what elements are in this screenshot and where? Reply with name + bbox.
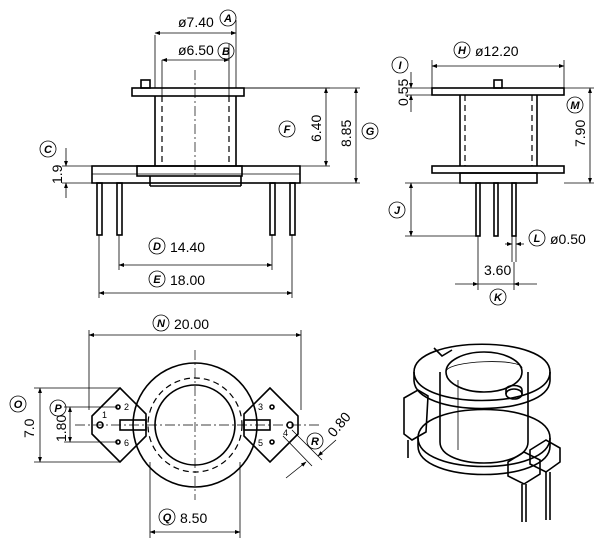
pin-label-1: 1: [102, 410, 107, 420]
dim-h-letter: H: [458, 45, 467, 57]
dim-q-value: 8.50: [180, 510, 207, 526]
dim-m-letter: M: [570, 100, 580, 112]
dim-k-letter: K: [494, 292, 503, 304]
dim-b-letter: B: [222, 46, 230, 58]
dim-n-letter: N: [157, 318, 166, 330]
front-view: ø7.40 A ø6.50 B C 1.9 F 6.40 G 8.85 D 14…: [39, 9, 379, 298]
dim-f-value: 6.40: [308, 115, 324, 142]
dim-j-letter: J: [394, 205, 401, 217]
dim-o-letter: O: [14, 399, 23, 411]
pin-label-6: 6: [124, 438, 129, 448]
side-pin-1: [475, 182, 481, 237]
dim-d-letter: D: [153, 241, 161, 253]
dim-g-letter: G: [366, 126, 375, 138]
dim-p-value: 1.80: [53, 415, 69, 442]
side-pin-2: [493, 182, 499, 237]
pin-label-3: 3: [258, 402, 263, 412]
iso-right-terminal-2: [529, 439, 561, 473]
dim-p-letter: P: [54, 403, 62, 415]
dim-o-value: 7.0: [21, 418, 37, 438]
side-pin-3: [511, 182, 517, 237]
dim-r-letter: R: [311, 436, 319, 448]
dim-f-letter: F: [284, 124, 291, 136]
dim-n-value: 20.00: [174, 316, 209, 332]
dim-a-letter: A: [223, 13, 232, 25]
dim-m-value: 7.90: [572, 120, 588, 147]
pin-front-1: [96, 182, 103, 236]
dim-r-value: 0.80: [324, 409, 354, 440]
iso-right-terminal-1: [507, 451, 541, 485]
side-top-flange: [431, 87, 565, 96]
dim-d-value: 14.40: [170, 239, 205, 255]
base-flange: [91, 165, 301, 184]
bottom-view: 1 2 6 3 4 5 N 20.00 O 7.0 P 1.80 Q 8.50 …: [9, 314, 354, 538]
iso-left-terminal: [403, 389, 429, 441]
top-flange: [131, 87, 245, 97]
dim-q-letter: Q: [163, 512, 172, 524]
isometric-view: [403, 343, 561, 522]
dim-k-value: 3.60: [484, 262, 511, 278]
dim-l-letter: L: [534, 233, 541, 245]
pin-front-4: [289, 182, 296, 236]
side-bottom-flange: [431, 165, 565, 174]
pin-front-2: [116, 182, 123, 236]
top-boss: [140, 79, 151, 89]
dim-e-value: 18.00: [170, 272, 205, 288]
pin-label-5: 5: [258, 438, 263, 448]
pin-label-4: 4: [283, 428, 288, 438]
dim-l-value: ø0.50: [550, 231, 586, 247]
right-pin-block: [243, 386, 299, 464]
dim-b-value: ø6.50: [178, 42, 214, 58]
dim-i-letter: I: [398, 60, 402, 72]
dim-a-value: ø7.40: [178, 14, 214, 30]
dim-g-value: 8.85: [338, 120, 354, 147]
dim-i-value: 0.55: [395, 79, 411, 106]
pin-label-2: 2: [124, 402, 129, 412]
side-view: H ø12.20 I 0.55 M 7.90 J L ø0.50 3.60 K: [388, 41, 594, 306]
dim-c-letter: C: [44, 144, 53, 156]
pin-front-3: [269, 182, 276, 236]
dim-h-value: ø12.20: [475, 43, 519, 59]
dim-e-letter: E: [153, 274, 161, 286]
dim-c-value: 1.9: [49, 164, 65, 184]
